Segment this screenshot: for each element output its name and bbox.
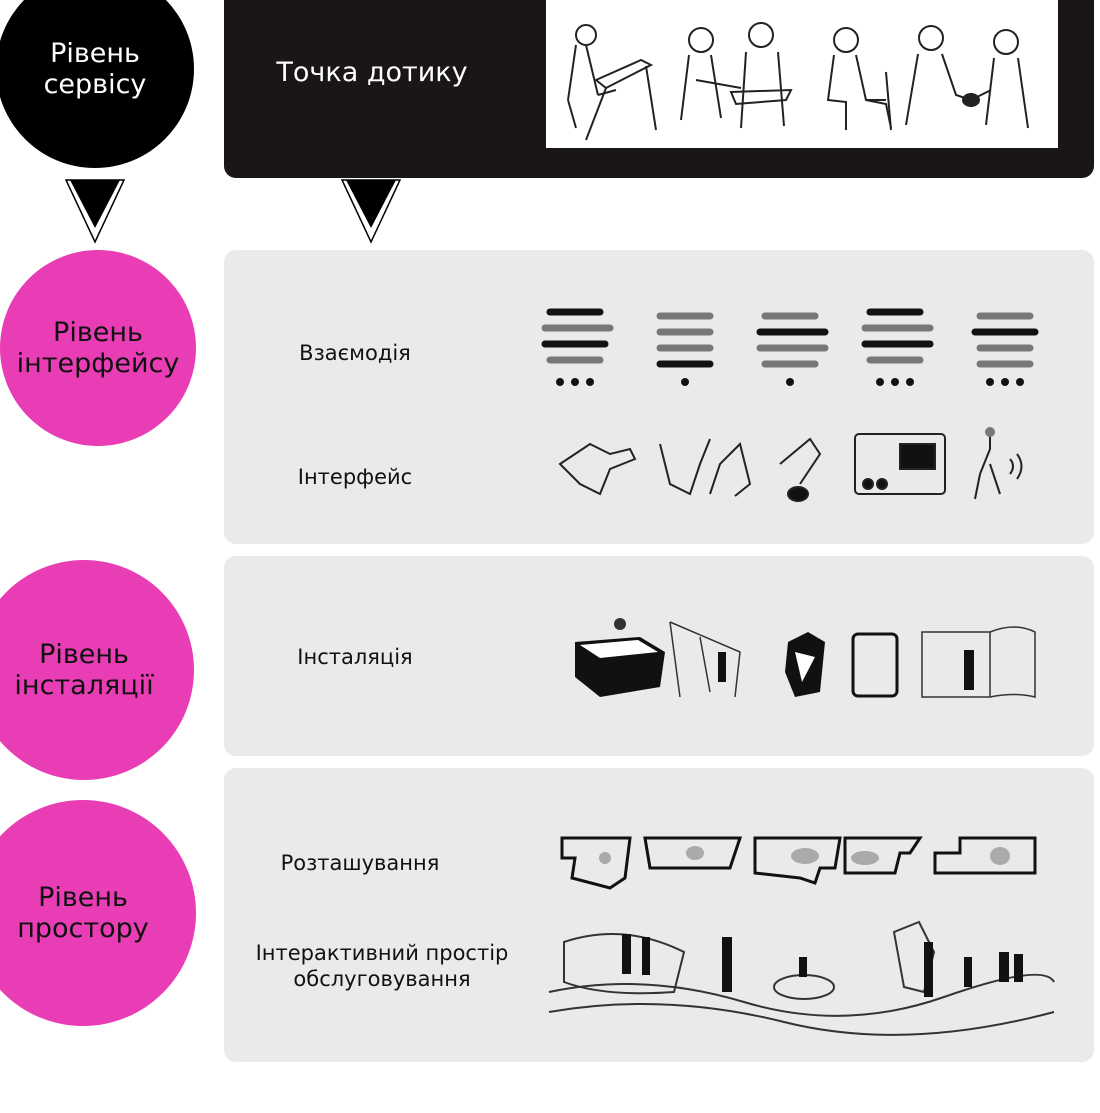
touchpoint-illustration [546, 0, 1058, 148]
arrow-down-icon [64, 179, 126, 244]
interactive-space-label: Інтерактивний простір обслуговування [255, 941, 509, 991]
installation-level-circle: Рівень інсталяції [0, 560, 194, 780]
interface-panel [224, 250, 1094, 544]
touchpoint-label: Точка дотику [276, 57, 468, 88]
interface-level-label: Рівень інтерфейсу [16, 317, 180, 379]
location-label: Розташування [280, 851, 440, 875]
installation-level-label: Рівень інсталяції [14, 639, 154, 701]
service-level-circle: Рівень сервісу [0, 0, 194, 168]
installation-row-label: Інсталяція [297, 645, 413, 669]
space-level-circle: Рівень простору [0, 800, 196, 1026]
space-level-label: Рівень простору [17, 882, 149, 944]
interface-icons [550, 424, 1040, 514]
arrow-down-icon [340, 179, 402, 244]
installation-icons [570, 612, 1040, 702]
service-level-label: Рівень сервісу [43, 38, 147, 100]
space-panel [224, 768, 1094, 1062]
interaction-diagrams [540, 302, 1040, 392]
location-plans [560, 828, 1040, 894]
interaction-label: Взаємодія [299, 341, 411, 365]
interactive-space-scene [544, 912, 1058, 1036]
interface-row-label: Інтерфейс [297, 465, 413, 489]
interface-level-circle: Рівень інтерфейсу [0, 250, 196, 446]
